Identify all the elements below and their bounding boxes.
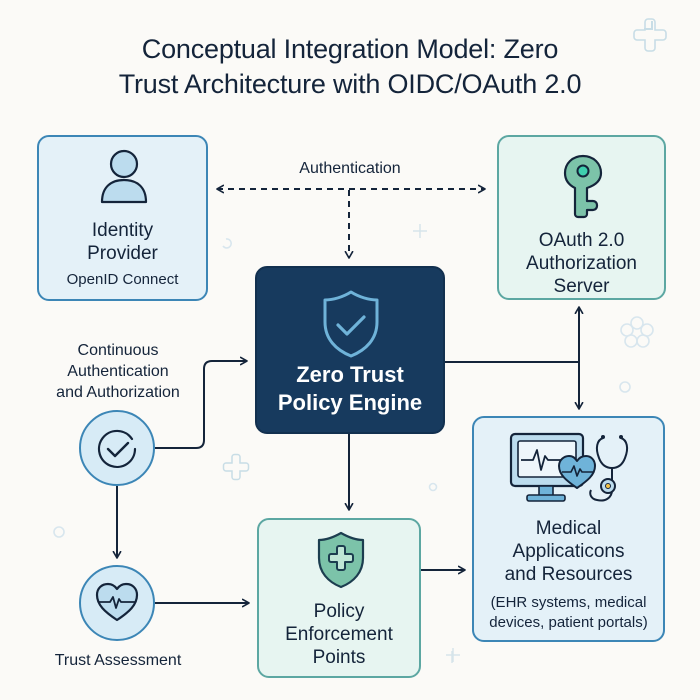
- identity-provider-node[interactable]: Identity Provider OpenID Connect: [37, 135, 208, 301]
- decor-thin-plus-icon: [413, 224, 460, 663]
- medical-resources-node[interactable]: Medical Applicaticons and Resources (EHR…: [472, 416, 665, 642]
- title-line-2: Trust Architecture with OIDC/OAuth 2.0: [118, 69, 582, 99]
- medical-detail-2: devices, patient portals): [489, 614, 648, 631]
- medical-label-1: Medical: [535, 518, 602, 539]
- trust-assessment-label: Trust Assessment: [54, 652, 182, 669]
- continuous-auth-label: Continuous Authentication and Authorizat…: [36, 340, 200, 403]
- title-line-1: Conceptual Integration Model: Zero: [141, 34, 559, 64]
- oauth-label-3: Server: [553, 276, 610, 297]
- key-icon: [563, 154, 603, 219]
- decor-circles-icon: [53, 238, 631, 538]
- shield-check-icon: [323, 290, 379, 358]
- continuous-auth-label-2: Authentication: [67, 363, 169, 380]
- pep-label-2: Enforcement: [285, 624, 393, 645]
- identity-provider-sublabel: OpenID Connect: [66, 271, 179, 288]
- diagram-title: Conceptual Integration Model: Zero Trust…: [0, 32, 700, 102]
- solid-connectors: [112, 306, 584, 608]
- authentication-label: Authentication: [299, 160, 401, 177]
- decor-plus-mid-left-icon: [222, 453, 250, 481]
- oauth-server-node[interactable]: OAuth 2.0 Authorization Server: [497, 135, 666, 300]
- decor-flower-icon: [620, 316, 654, 348]
- policy-engine-node[interactable]: Zero Trust Policy Engine: [255, 266, 445, 434]
- policy-engine-label-2: Policy Engine: [277, 390, 423, 415]
- pep-label-1: Policy: [313, 601, 365, 622]
- policy-enforcement-node[interactable]: Policy Enforcement Points: [257, 518, 421, 678]
- heart-pulse-icon: [95, 582, 139, 622]
- decor-plus-icon: [644, 21, 653, 30]
- policy-engine-label-1: Zero Trust: [296, 362, 404, 387]
- continuous-auth-label-1: Continuous: [77, 342, 159, 359]
- medical-label-2: Applicaticons: [512, 541, 625, 562]
- user-icon: [100, 149, 148, 204]
- authentication-connector: [216, 184, 486, 259]
- medical-label-3: and Resources: [504, 564, 633, 585]
- trust-assessment-node[interactable]: [79, 565, 155, 641]
- check-circle-icon: [97, 429, 137, 469]
- monitor-heart-stethoscope-icon: [509, 432, 629, 502]
- identity-provider-label-1: Identity: [91, 220, 154, 241]
- continuous-auth-label-3: and Authorization: [56, 384, 180, 401]
- oauth-label-2: Authorization: [526, 253, 637, 274]
- medical-detail-1: (EHR systems, medical: [490, 594, 647, 611]
- continuous-auth-node[interactable]: [79, 410, 155, 486]
- shield-plus-icon: [317, 531, 365, 589]
- decor-plus-top-right-icon: [633, 18, 667, 52]
- identity-provider-label-2: Provider: [87, 243, 158, 264]
- oauth-label-1: OAuth 2.0: [538, 230, 625, 251]
- pep-label-3: Points: [312, 647, 366, 668]
